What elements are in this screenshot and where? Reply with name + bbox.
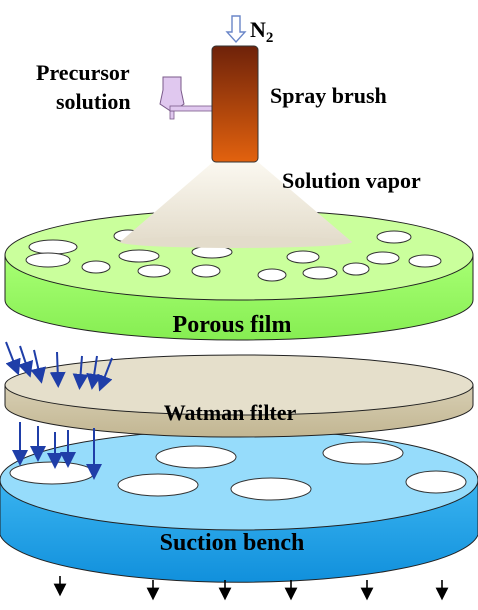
spray-brush	[159, 45, 259, 163]
pore	[25, 252, 71, 268]
watman-filter-top	[4, 354, 474, 416]
pore	[286, 250, 320, 264]
pore	[118, 249, 160, 263]
exhaust-arrows	[53, 576, 449, 601]
precursor-tube-horizontal	[169, 105, 215, 112]
pore	[137, 264, 171, 278]
porous-film: Porous film	[4, 209, 474, 341]
suction-hole	[9, 461, 95, 485]
n2-label: N2	[250, 17, 273, 46]
flow-arrow	[49, 351, 66, 388]
flow-arrow	[30, 349, 46, 384]
flow-arrow	[5, 341, 21, 376]
pore	[376, 230, 412, 244]
flow-arrow	[97, 357, 113, 392]
precursor-label-line1: Precursor	[36, 60, 130, 85]
n2-subscript: 2	[266, 30, 274, 46]
suction-hole	[230, 477, 312, 501]
suction-hole	[155, 445, 237, 469]
flow-arrows-lower	[12, 422, 102, 480]
down-arrow-icon	[225, 15, 247, 44]
pore	[81, 260, 111, 274]
pore	[191, 264, 221, 278]
porous-film-label: Porous film	[173, 312, 292, 338]
suction-bench-label: Suction bench	[160, 530, 305, 556]
precursor-label-line2: solution	[56, 89, 131, 114]
watman-filter: Watman filter	[4, 354, 474, 438]
pore	[257, 268, 287, 282]
suction-hole	[322, 441, 404, 465]
flow-arrow	[86, 355, 103, 390]
pore	[408, 254, 442, 268]
pore	[366, 251, 400, 265]
suction-hole	[405, 470, 467, 494]
precursor-tube-vertical	[169, 110, 175, 120]
suction-bench: Suction bench	[0, 429, 478, 583]
spray-brush-label: Spray brush	[270, 83, 387, 108]
suction-hole	[117, 473, 199, 497]
pore	[342, 262, 370, 276]
pore	[302, 266, 338, 280]
suction-bench-holes	[9, 441, 467, 501]
spray-brush-body	[211, 45, 259, 163]
flow-arrow	[17, 345, 34, 378]
pore	[28, 239, 78, 255]
watman-filter-label: Watman filter	[164, 400, 297, 425]
solution-vapor-label: Solution vapor	[282, 168, 421, 193]
flow-arrow	[72, 355, 89, 390]
vapor-base	[120, 236, 352, 248]
solution-vapor-cone	[120, 162, 352, 242]
n2-inlet: N2	[225, 15, 273, 46]
flow-arrows-upper	[5, 341, 113, 392]
n2-symbol: N	[250, 17, 266, 42]
